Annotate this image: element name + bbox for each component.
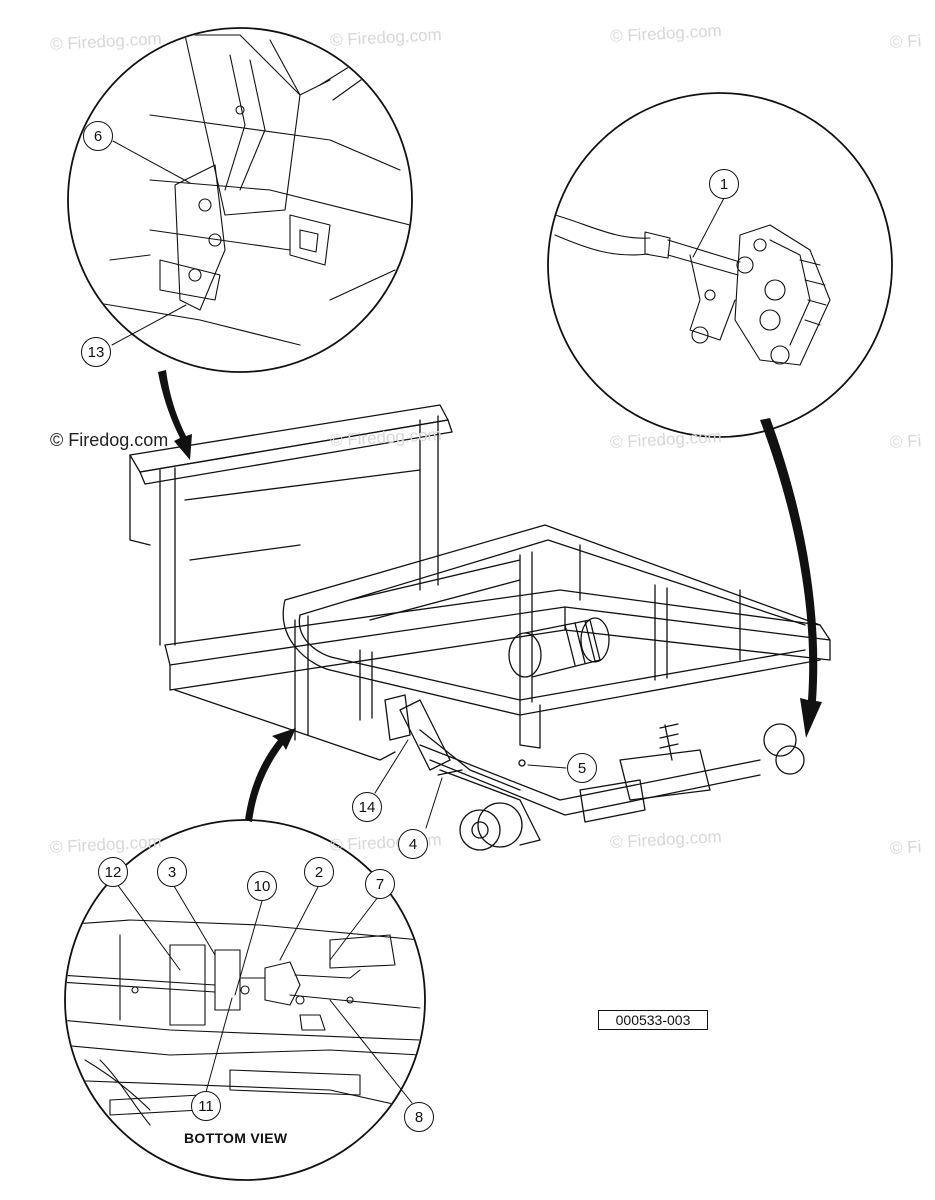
callout-13: 13 xyxy=(81,337,111,367)
main-leaders xyxy=(374,739,567,829)
watermark: © Fi xyxy=(889,31,922,52)
main-chassis-view xyxy=(129,404,831,851)
detail-circle-bottom-view xyxy=(64,819,426,1181)
callout-14: 14 xyxy=(352,792,382,822)
callout-8: 8 xyxy=(404,1102,434,1132)
watermark: © Fi xyxy=(889,431,922,452)
callout-12: 12 xyxy=(98,857,128,887)
detail-circle-pedal-linkage xyxy=(67,27,413,373)
callout-5: 5 xyxy=(567,753,597,783)
watermark: © Fi xyxy=(889,837,922,858)
callout-6: 6 xyxy=(83,121,113,151)
callout-11: 11 xyxy=(191,1091,221,1121)
watermark: © Firedog.com xyxy=(50,430,169,450)
callout-1: 1 xyxy=(709,169,739,199)
arrows xyxy=(158,370,822,822)
detail-circle-brake-caliper xyxy=(547,92,893,438)
callout-10: 10 xyxy=(247,871,277,901)
callout-2: 2 xyxy=(304,857,334,887)
callout-7: 7 xyxy=(365,869,395,899)
callout-4: 4 xyxy=(398,829,428,859)
callout-3: 3 xyxy=(157,857,187,887)
diagram-code: 000533-003 xyxy=(598,1010,708,1030)
bottom-view-caption: BOTTOM VIEW xyxy=(184,1130,288,1146)
